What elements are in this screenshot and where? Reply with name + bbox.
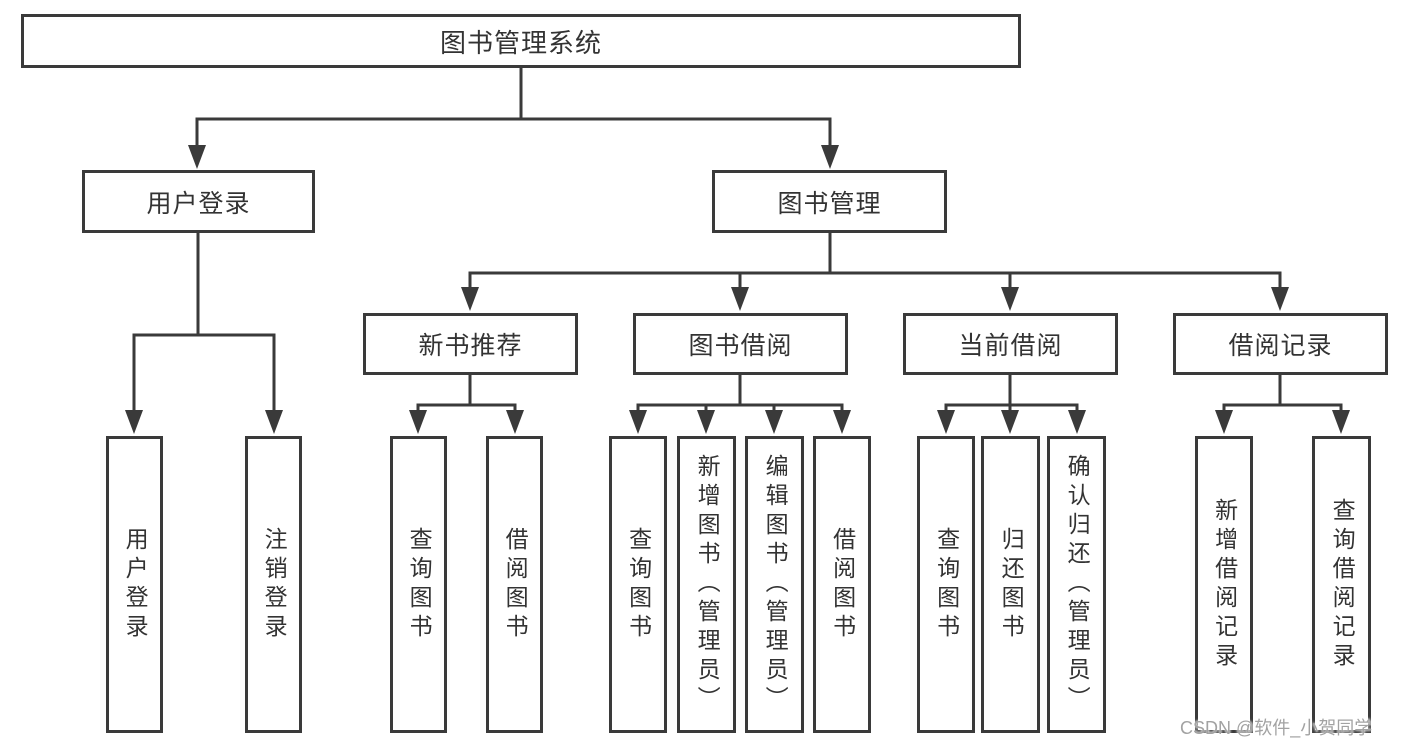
arrowheads-user-login-subtree [125, 410, 283, 434]
connector-book-management-to-level2 [468, 233, 1282, 292]
connector-root-to-level1 [195, 68, 832, 150]
arrowheads-book-borrow-subtree [629, 410, 851, 434]
arrowheads-current-borrow-subtree [937, 410, 1086, 434]
connector-book-borrow-subtree [636, 375, 844, 415]
csdn-watermark: CSDN @软件_小贺同学 [1180, 718, 1373, 738]
leaf-query-books-current: 查询图书 [917, 436, 975, 733]
leaf-borrow-books-recommend: 借阅图书 [486, 436, 543, 733]
leaf-query-books-borrow: 查询图书 [609, 436, 667, 733]
node-book-borrow: 图书借阅 [633, 313, 848, 375]
leaf-borrow-books: 借阅图书 [813, 436, 871, 733]
node-book-management: 图书管理 [712, 170, 947, 233]
node-root-library-system: 图书管理系统 [21, 14, 1021, 68]
leaf-query-books-recommend: 查询图书 [390, 436, 447, 733]
leaf-edit-book-admin: 编辑图书（管理员） [745, 436, 804, 733]
leaf-add-book-admin: 新增图书（管理员） [677, 436, 736, 733]
leaf-logout: 注销登录 [245, 436, 302, 733]
connector-borrow-record-subtree [1222, 375, 1343, 415]
leaf-user-login: 用户登录 [106, 436, 163, 733]
arrowheads-level1 [188, 145, 839, 169]
arrowheads-new-book-subtree [409, 410, 524, 434]
node-user-login: 用户登录 [82, 170, 315, 233]
node-new-book-recommend: 新书推荐 [363, 313, 578, 375]
leaf-add-borrow-record: 新增借阅记录 [1195, 436, 1253, 733]
connector-current-borrow-subtree [944, 375, 1079, 415]
leaf-return-book: 归还图书 [981, 436, 1040, 733]
connector-user-login-subtree [132, 233, 276, 415]
arrowheads-borrow-record-subtree [1215, 410, 1350, 434]
connector-new-book-subtree [416, 375, 517, 415]
arrowheads-level2 [461, 287, 1289, 311]
node-current-borrow: 当前借阅 [903, 313, 1118, 375]
node-borrow-records: 借阅记录 [1173, 313, 1388, 375]
leaf-confirm-return-admin: 确认归还（管理员） [1047, 436, 1106, 733]
leaf-query-borrow-record: 查询借阅记录 [1312, 436, 1371, 733]
